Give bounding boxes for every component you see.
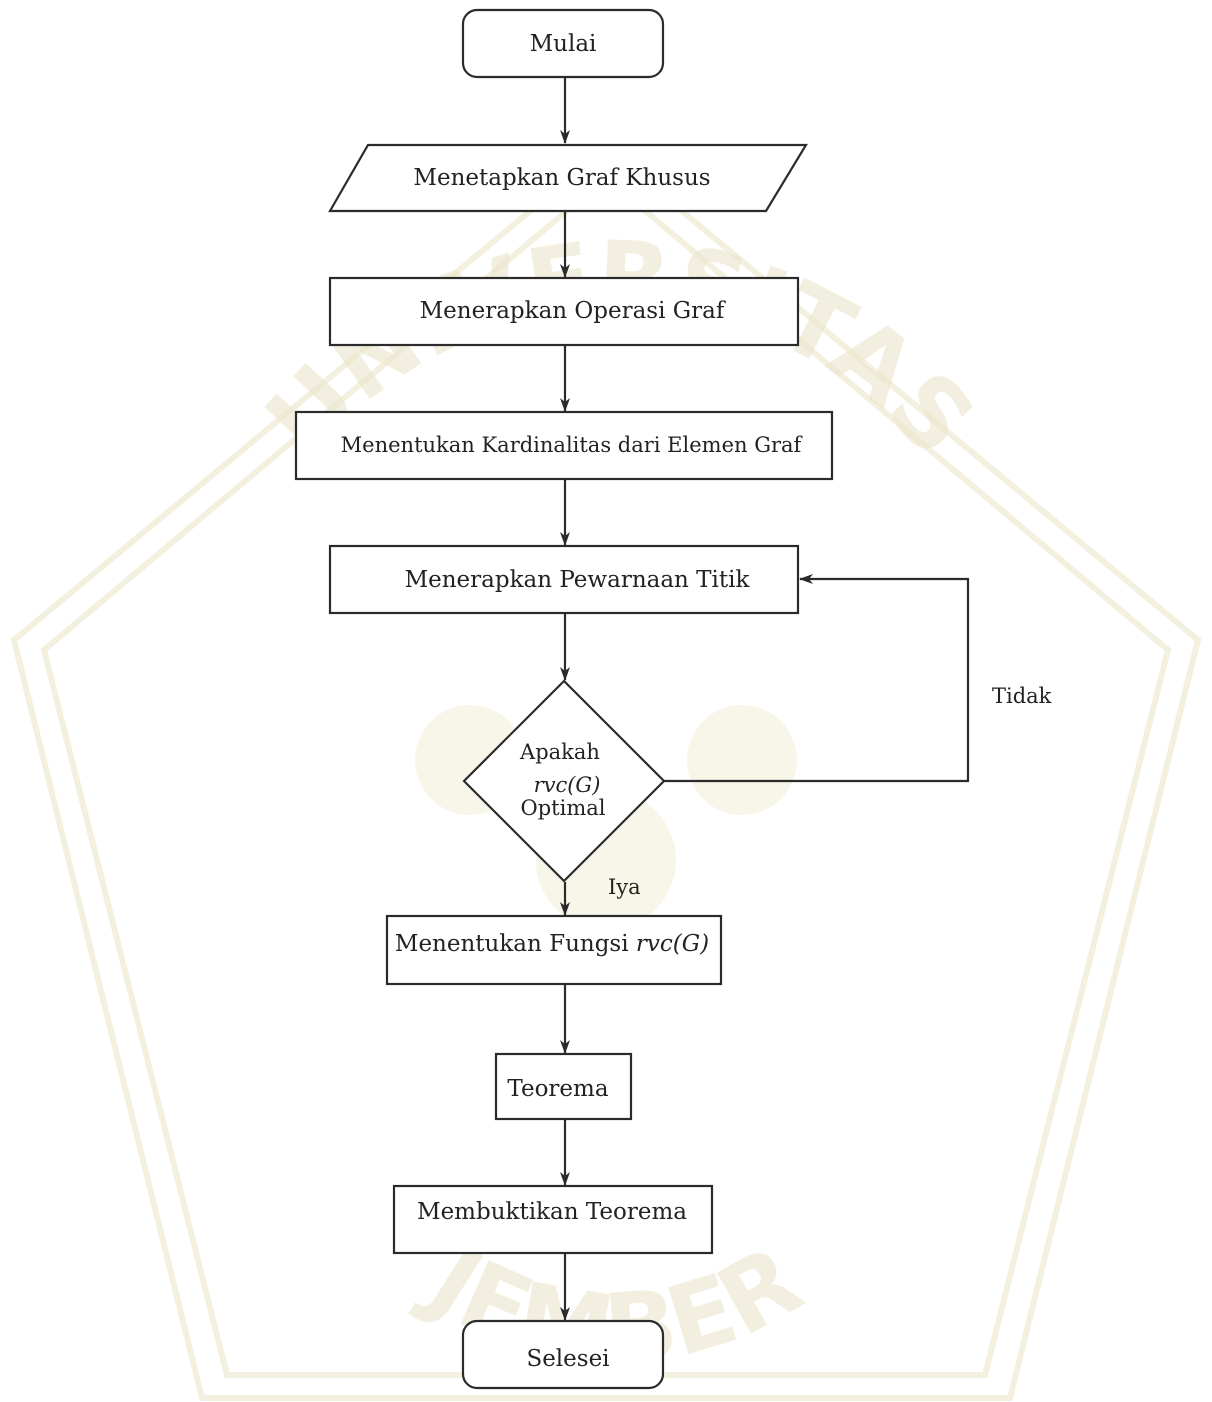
input-parallelogram: Menetapkan Graf Khusus [328,143,808,213]
decision-diamond: Apakah rvc(G) Optimal [462,679,666,883]
function-label-text: Menentukan Fungsi [395,931,636,957]
cardinality-process: Menentukan Kardinalitas dari Elemen Graf [294,410,834,481]
operation-process: Menerapkan Operasi Graf [328,276,800,347]
input-label: Menetapkan Graf Khusus [413,165,710,191]
end-terminator: Selesei [461,1319,665,1390]
decision-yes-label: Iya [608,875,641,899]
function-process: Menentukan Fungsi rvc(G) [385,914,723,986]
decision-line-1: Apakah [519,740,600,764]
decision-line-2: rvc(G) [534,773,601,797]
theorem-process: Teorema [494,1052,633,1121]
proof-label: Membuktikan Teorema [417,1199,687,1225]
proof-process: Membuktikan Teorema [392,1184,714,1255]
function-label: Menentukan Fungsi rvc(G) [395,931,709,957]
coloring-label: Menerapkan Pewarnaan Titik [405,567,751,593]
coloring-process: Menerapkan Pewarnaan Titik [328,544,800,615]
function-label-math: rvc(G) [636,931,709,957]
operation-label: Menerapkan Operasi Graf [420,298,726,324]
edge-decision-no-loop [664,574,970,783]
end-label: Selesei [526,1346,609,1372]
decision-line-3: Optimal [521,796,606,820]
connectors [560,77,970,1321]
decision-no-label: Tidak [992,684,1052,708]
cardinality-label: Menentukan Kardinalitas dari Elemen Graf [341,433,804,457]
start-label: Mulai [530,31,597,57]
theorem-label: Teorema [507,1076,608,1102]
start-terminator: Mulai [461,8,665,79]
